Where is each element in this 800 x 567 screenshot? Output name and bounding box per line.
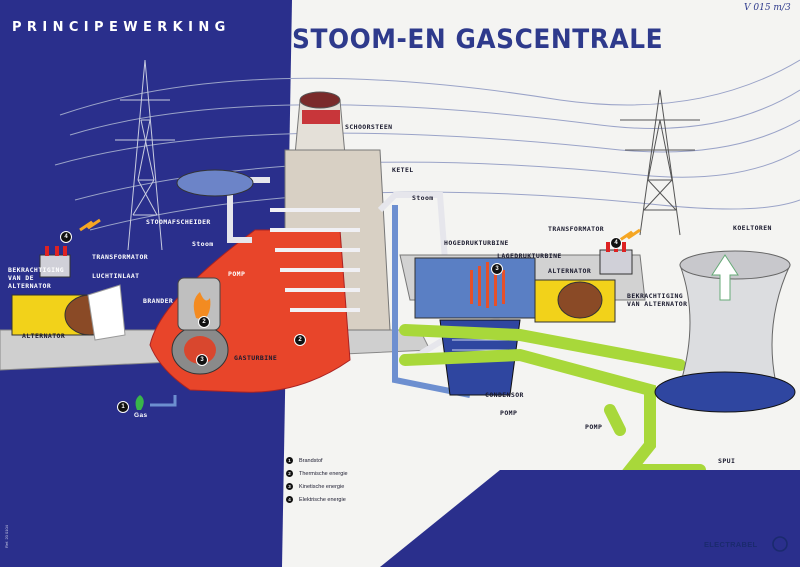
pylon-left [115,59,175,251]
legend: 1 Brandstof 2 Thermische energie 3 Kinetisc… [286,454,348,506]
label-gasturbine: GASTURBINE [234,354,278,362]
legend-item: 4 Elektrische energie [286,493,348,506]
legend-text: Kinetische energie [299,483,345,490]
label-lagedrukturbine: LAGEDRUKTURBINE [497,252,562,260]
legend-text: Thermische energie [299,470,348,477]
arrow-icon [711,254,739,301]
marker-electric-left: 4 [60,231,72,243]
legend-item: 1 Brandstof [286,454,348,467]
label-transformator-right: TRANSFORMATOR [548,225,605,233]
label-stoom-top: Stoom [412,194,434,202]
legend-text: Elektrische energie [299,496,346,503]
label-pomp-mid: POMP [500,409,518,417]
legend-bullet: 4 [286,496,293,503]
marker-electric-right: 4 [610,237,622,249]
lightning-icon [619,228,641,242]
legend-bullet: 3 [286,483,293,490]
marker-thermal: 2 [198,316,210,328]
leaf-icon [135,395,144,410]
brand-name: ELECTRABEL [704,540,758,549]
section-heading: PRINCIPEWERKING [12,20,231,35]
legend-item: 3 Kinetische energie [286,480,348,493]
legend-bullet: 2 [286,470,293,477]
steam-turbine [414,257,536,319]
page-title: STOOM-EN GASCENTRALE [292,24,664,55]
label-alternator-right: ALTERNATOR [548,267,592,275]
label-stoom-left: Stoom [192,240,214,248]
electrabel-logo-icon [772,536,788,552]
label-schoorsteen: SCHOORSTEEN [345,123,393,131]
label-stoomafscheider: STOOMAFSCHEIDER [146,218,211,226]
label-transformator-left: TRANSFORMATOR [92,253,149,261]
pylon-right [620,89,700,236]
marker-kinetic-turbine: 3 [196,354,208,366]
blue-corner [380,470,800,567]
label-luchtinlaat: LUCHTINLAAT [92,272,140,280]
label-brander: BRANDER [143,297,174,305]
label-hogedrukturbine: HOGEDRUKTURBINE [444,239,509,247]
marker-thermal-boiler: 2 [294,334,306,346]
label-condensor: CONDENSOR [485,391,524,399]
reference-code: Ref. 20 0104 [4,525,9,548]
legend-text: Brandstof [299,457,323,464]
label-ketel: KETEL [392,166,414,174]
label-bekrachtiging-left: BEKRACHTIGING VAN DE ALTERNATOR [8,266,65,290]
label-koeltoren: KOELTOREN [733,224,772,232]
marker-fuel: 1 [117,401,129,413]
power-lines [54,59,800,231]
flame-icon [193,292,211,320]
marker-kinetic: 3 [491,263,503,275]
label-alternator-left: ALTERNATOR [22,332,66,340]
legend-item: 2 Thermische energie [286,467,348,480]
transformer-right [599,249,633,275]
legend-bullet: 1 [286,457,293,464]
label-pomp-right: POMP [585,423,603,431]
lightning-icon [79,218,101,232]
label-bekrachtiging-right: BEKRACHTIGING VAN ALTERNATOR [627,292,688,308]
label-gas: Gas [134,412,148,419]
return-pipe [392,205,471,398]
label-spui: SPUI [718,457,736,465]
label-pomp-left: POMP [228,270,246,278]
heat-exchanger-coils [270,208,360,312]
blue-panel [0,0,292,567]
corner-note: V 015 m/3 [744,3,791,13]
